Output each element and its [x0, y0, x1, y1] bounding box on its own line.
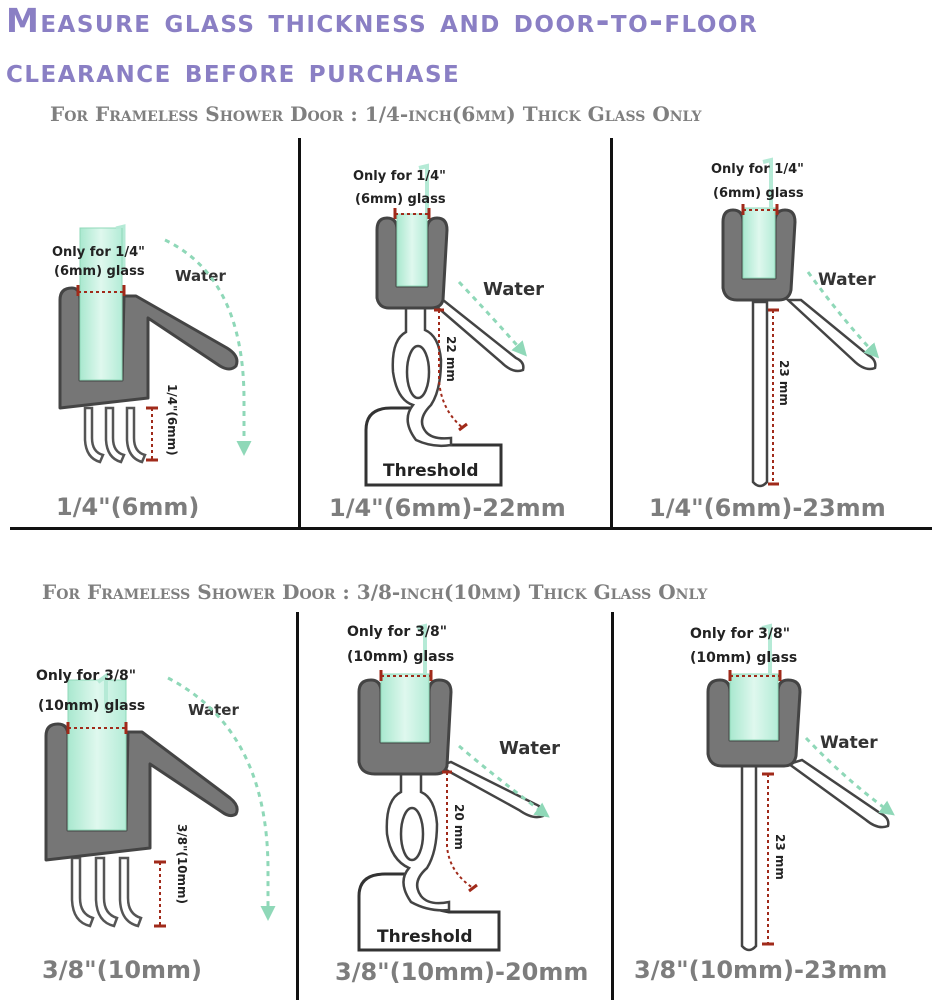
- vertical-fin: [751, 300, 769, 488]
- water-flow-arrow: [167, 676, 276, 921]
- glass-label-line-1: Only for 1/4": [353, 169, 446, 184]
- page-title-line-1: Measure glass thickness and door-to-floo…: [6, 1, 759, 40]
- glass-ridge: [115, 224, 126, 270]
- clearance-label: 3/8"(10mm): [175, 824, 189, 904]
- panel-straight-seal-23mm-three-eighths: Only for 3/8" (10mm) glass Water 23 mm 3…: [614, 530, 935, 1000]
- seal-body: [375, 216, 449, 310]
- glass-label-line-1: Only for 3/8": [347, 624, 447, 640]
- clearance-measure-line: [446, 772, 474, 889]
- glass-label-line-2: (6mm) glass: [54, 264, 145, 279]
- section-heading-quarter-inch: For Frameless Shower Door : 1/4-inch(6mm…: [50, 102, 702, 126]
- glass-ridge: [96, 672, 108, 710]
- threshold-label: Threshold: [383, 461, 479, 481]
- panel-straight-seal-23mm: Only for 1/4" (6mm) glass Water 23 mm 1/…: [613, 0, 935, 527]
- bottom-drip-fins: [83, 406, 147, 464]
- glass-ridge: [762, 157, 773, 208]
- glass-label-line-2: (10mm) glass: [690, 650, 797, 666]
- glass-label-line-1: Only for 3/8": [690, 626, 790, 642]
- clearance-label: 23 mm: [773, 834, 787, 880]
- seal-body: [58, 286, 239, 410]
- clearance-label: 22 mm: [444, 336, 458, 382]
- seal-diagram: Only for 3/8" (10mm) glass Water 3/8"(10…: [36, 668, 276, 928]
- seal-body: [706, 678, 802, 768]
- divider-vertical: [296, 612, 299, 1000]
- water-label: Water: [175, 267, 226, 285]
- section-heading-three-eighths-inch: For Frameless Shower Door : 3/8-inch(10m…: [42, 580, 708, 604]
- glass-ridge: [761, 623, 772, 674]
- bubble-hole: [405, 344, 431, 400]
- glass-label-line-1: Only for 3/8": [36, 668, 136, 684]
- glass-ridge: [418, 163, 429, 214]
- glass-pane: [67, 679, 127, 831]
- seal-body: [44, 722, 239, 862]
- wiper-fin: [784, 298, 877, 371]
- panel-bubble-seal-22mm: Threshold Only for 1/4" (6mm) glass Wate…: [301, 0, 610, 527]
- page-title-line-2: clearance before purchase: [6, 51, 461, 90]
- wiper-fin: [425, 298, 525, 373]
- seal-diagram: Threshold Only for 1/4" (6mm) glass Wate…: [353, 163, 544, 487]
- panel-l-seal-three-eighths-inch: Only for 3/8" (10mm) glass Water 3/8"(10…: [0, 530, 296, 1000]
- glass-label-line-2: (6mm) glass: [355, 192, 446, 207]
- water-flow-arrow: [164, 238, 252, 456]
- seal-diagram: Only for 1/4" (6mm) glass Water 23 mm: [711, 157, 880, 488]
- water-flow-arrow: [458, 744, 550, 818]
- water-label: Water: [483, 279, 544, 300]
- water-label: Water: [188, 701, 239, 719]
- divider-horizontal: [10, 527, 932, 530]
- seal-diagram: Only for 3/8" (10mm) glass Water 23 mm: [690, 623, 895, 952]
- panel-bubble-seal-20mm: Threshold Only for 3/8" (10mm) glass Wat…: [299, 530, 611, 1000]
- seal-diagram: Threshold Only for 3/8" (10mm) glass Wat…: [347, 623, 560, 952]
- glass-pane: [729, 673, 779, 741]
- bottom-drip-fins: [70, 856, 143, 928]
- glass-pane: [396, 213, 428, 287]
- clearance-tick: [458, 422, 468, 432]
- water-flow-arrow: [806, 271, 880, 359]
- water-label: Water: [499, 738, 560, 759]
- seal-body: [721, 208, 797, 302]
- divider-vertical: [611, 612, 614, 1000]
- panel-caption: 3/8"(10mm)-23mm: [634, 956, 888, 984]
- glass-label-line-2: (6mm) glass: [713, 186, 804, 201]
- seal-body: [357, 678, 453, 776]
- clearance-tick: [468, 883, 478, 893]
- clearance-label: 23 mm: [777, 360, 791, 406]
- water-label: Water: [820, 733, 878, 753]
- panel-l-seal-quarter-inch: Only for 1/4" (6mm) glass Water 1/4"(6mm…: [0, 0, 298, 527]
- panel-caption: 1/4"(6mm): [56, 493, 200, 521]
- panel-caption: 1/4"(6mm)-23mm: [649, 494, 886, 522]
- threshold-label: Threshold: [377, 927, 473, 947]
- glass-label-line-1: Only for 1/4": [711, 162, 804, 177]
- water-flow-arrow: [804, 736, 895, 816]
- bubble-hole: [399, 806, 425, 862]
- glass-label-line-1: Only for 1/4": [52, 245, 145, 260]
- vertical-fin: [740, 764, 758, 952]
- water-label: Water: [818, 270, 876, 290]
- panel-caption: 1/4"(6mm)-22mm: [329, 494, 566, 522]
- glass-pane: [380, 673, 430, 743]
- seal-diagram: Only for 1/4" (6mm) glass Water 1/4"(6mm…: [52, 224, 252, 464]
- panel-caption: 3/8"(10mm): [42, 956, 203, 984]
- glass-label-line-2: (10mm) glass: [347, 649, 454, 665]
- glass-pane: [742, 207, 776, 279]
- clearance-label: 20 mm: [452, 804, 466, 850]
- divider-vertical: [610, 138, 613, 528]
- glass-label-line-2: (10mm) glass: [38, 698, 145, 714]
- glass-pane: [79, 227, 123, 381]
- glass-ridge: [416, 623, 427, 674]
- wiper-fin: [786, 758, 890, 829]
- clearance-label: 1/4"(6mm): [165, 384, 179, 456]
- divider-vertical: [298, 138, 301, 528]
- panel-caption: 3/8"(10mm)-20mm: [335, 958, 589, 986]
